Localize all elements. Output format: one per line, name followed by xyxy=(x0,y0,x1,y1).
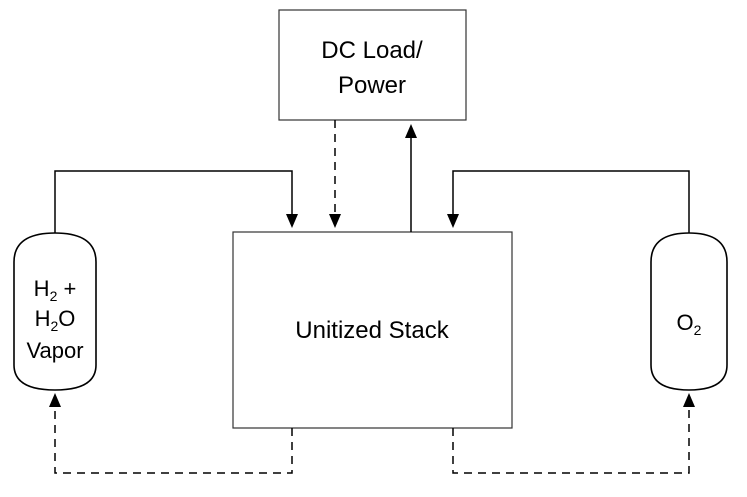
h2-tank-label-line1: H2 + xyxy=(34,276,77,304)
connector-h2-to-stack-line xyxy=(54,170,293,233)
connector-o2-to-stack-line xyxy=(452,170,690,233)
connector-h2-to-stack xyxy=(54,170,298,233)
h2-line1-sub: 2 xyxy=(50,288,58,304)
o2-tank-label: O2 xyxy=(677,310,702,338)
h2-line2-sub: 2 xyxy=(50,318,58,334)
connector-stack-to-h2-arrowhead xyxy=(49,393,61,407)
connector-o2-to-stack xyxy=(447,170,690,233)
h2-tank-node: H2 + H2O Vapor xyxy=(13,232,97,391)
stack-node: Unitized Stack xyxy=(232,231,513,429)
connector-stack-to-load xyxy=(405,124,417,232)
dc-load-label-line1: DC Load/ xyxy=(321,37,423,64)
o2-tank-shape xyxy=(650,232,728,391)
connector-stack-to-o2-line xyxy=(452,407,690,474)
h2-line1-main: H xyxy=(34,276,50,301)
stack-label: Unitized Stack xyxy=(295,317,449,344)
connector-h2-to-stack-arrowhead xyxy=(286,214,298,228)
connector-load-to-stack xyxy=(329,120,341,228)
connector-stack-to-load-arrowhead xyxy=(405,124,417,138)
o2-tank-node: O2 xyxy=(650,232,728,391)
h2-tank-shape xyxy=(13,232,97,391)
connector-stack-to-o2 xyxy=(452,393,695,474)
o2-sub: 2 xyxy=(694,322,702,338)
h2-tank-label-line3: Vapor xyxy=(26,338,83,363)
h2-line2-rest: O xyxy=(58,306,75,331)
dc-load-box xyxy=(278,9,467,121)
h2-line2-main: H xyxy=(35,306,51,331)
dc-load-node: DC Load/ Power xyxy=(278,9,467,121)
connector-stack-to-o2-arrowhead xyxy=(683,393,695,407)
connector-o2-to-stack-arrowhead xyxy=(447,214,459,228)
h2-line1-rest: + xyxy=(57,276,76,301)
connector-stack-to-h2-line xyxy=(54,407,293,474)
dc-load-label-line2: Power xyxy=(338,72,406,99)
stack-box xyxy=(232,231,513,429)
connector-load-to-stack-arrowhead xyxy=(329,214,341,228)
connector-stack-to-h2 xyxy=(49,393,293,474)
o2-main: O xyxy=(677,310,694,335)
h2-tank-label-line2: H2O xyxy=(35,306,76,334)
